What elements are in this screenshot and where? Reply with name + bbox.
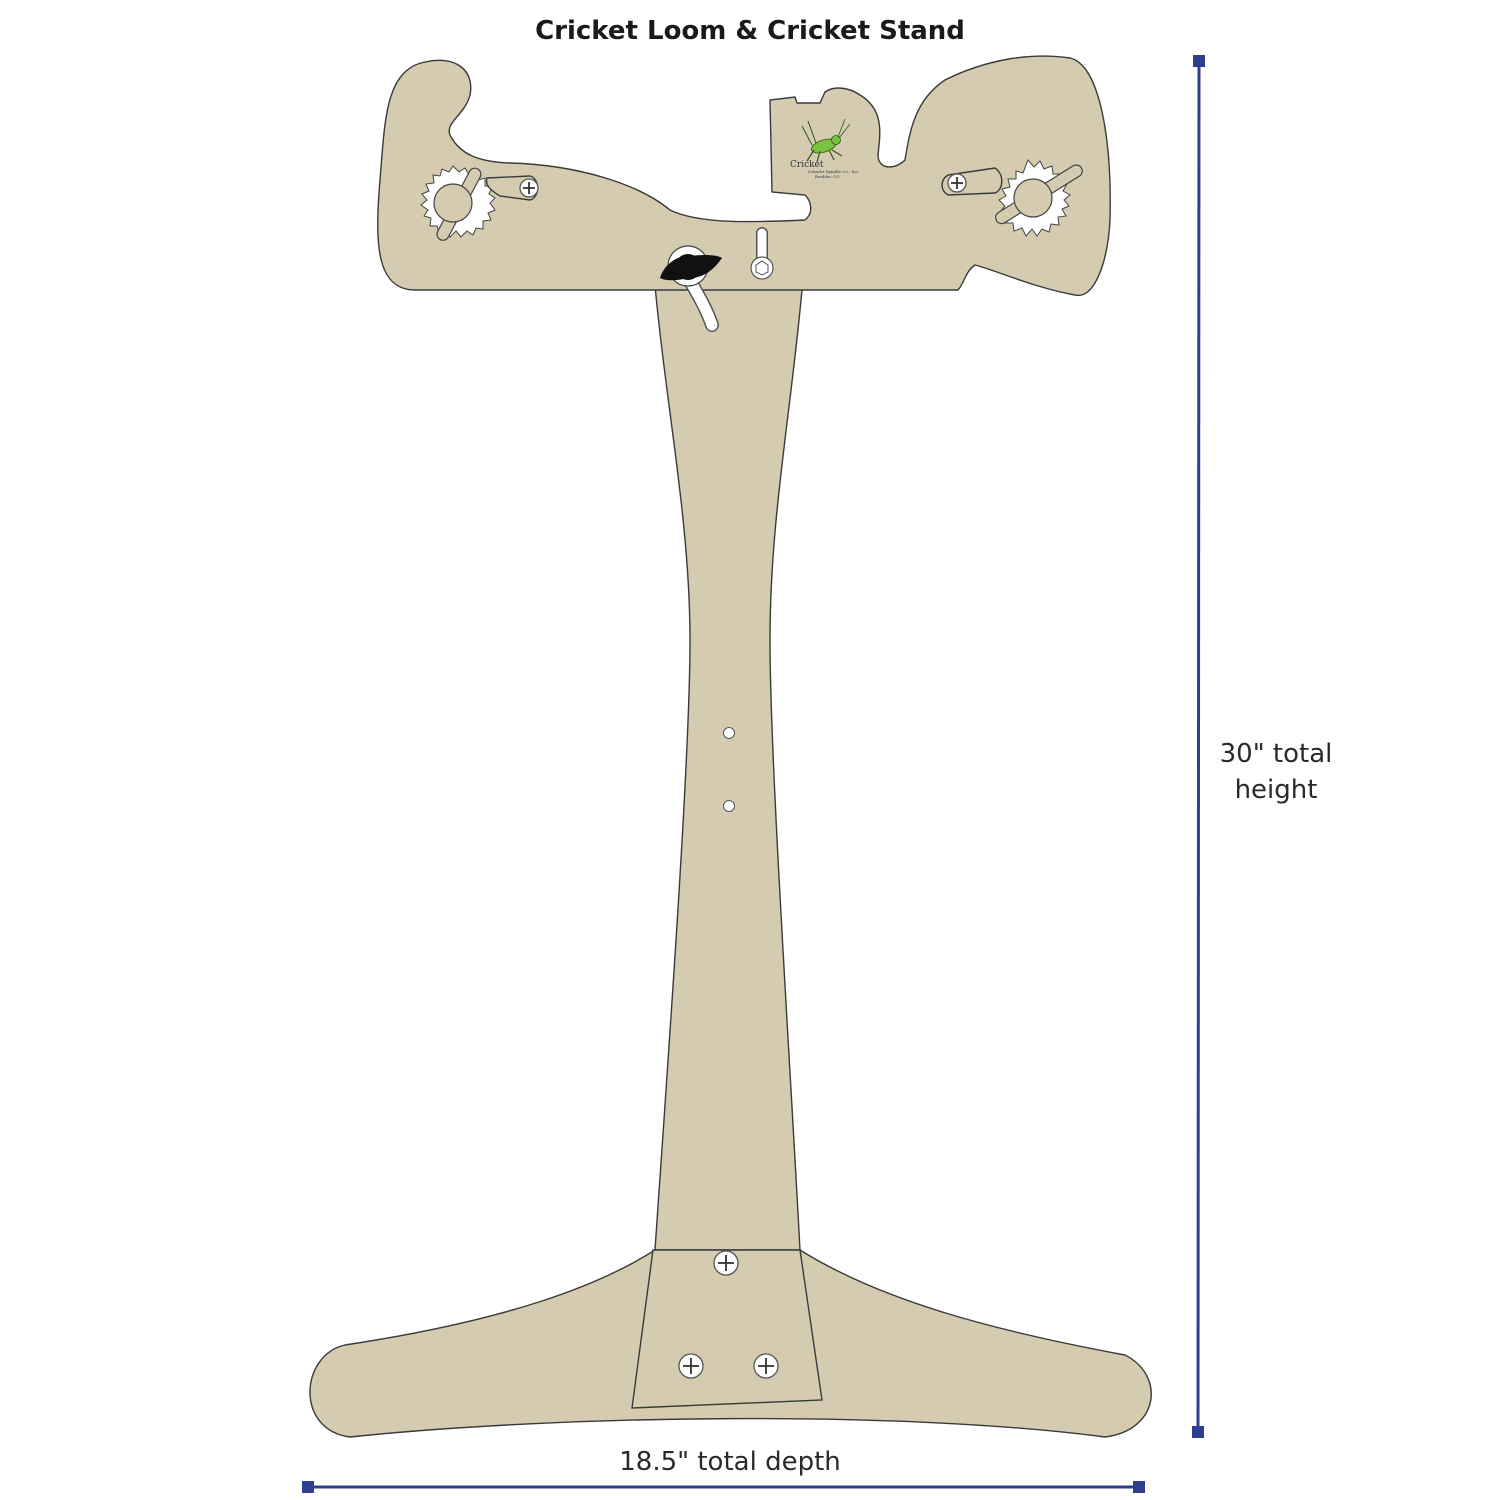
cricket-icon — [801, 118, 851, 163]
logo-city: Boulder, CO — [815, 174, 840, 179]
screw-icon — [753, 1353, 779, 1379]
stand-column — [654, 231, 804, 1251]
height-label-line1: 30" total — [1220, 739, 1333, 769]
screw-icon — [713, 1250, 739, 1276]
page-title: Cricket Loom & Cricket Stand — [535, 16, 965, 46]
height-label-line2: height — [1235, 775, 1318, 805]
column-hole-upper — [723, 727, 735, 739]
cricket-logo: Cricket Schacht Spindle Co., Inc. Boulde… — [790, 118, 859, 179]
logo-name: Cricket — [790, 160, 824, 170]
pivot-bolt-icon — [750, 256, 774, 280]
screw-icon — [519, 178, 539, 198]
logo-company: Schacht Spindle Co., Inc. — [808, 169, 859, 174]
height-dimension — [1192, 55, 1205, 1438]
screw-icon — [678, 1353, 704, 1379]
left-ratchet — [420, 165, 539, 241]
depth-dimension — [302, 1481, 1145, 1493]
depth-label: 18.5" total depth — [619, 1447, 841, 1477]
wing-knob-icon[interactable] — [660, 245, 722, 287]
loom-frame — [377, 55, 1111, 296]
screw-icon — [947, 173, 967, 193]
column-hole-lower — [723, 800, 735, 812]
